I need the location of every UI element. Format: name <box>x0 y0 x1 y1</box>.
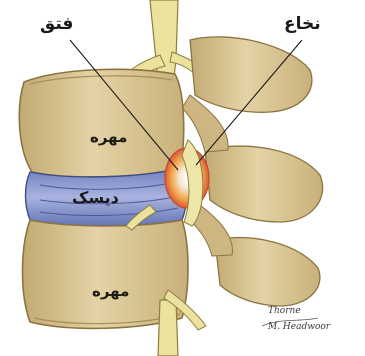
label-spinal-cord: نخاع <box>284 14 321 34</box>
signature-line-1: Thorne <box>268 306 301 316</box>
label-disc: دیسک <box>72 188 119 207</box>
spinous-process-middle <box>205 146 323 222</box>
label-vertebra-bottom: مهره <box>92 282 129 300</box>
signature-line-2: M. Headwoor <box>268 322 330 332</box>
label-vertebra-top: مهره <box>90 128 127 146</box>
label-hernia: فتق <box>40 14 73 34</box>
vertebra-body-top <box>19 69 183 177</box>
nerve-root-bottom <box>158 300 178 356</box>
